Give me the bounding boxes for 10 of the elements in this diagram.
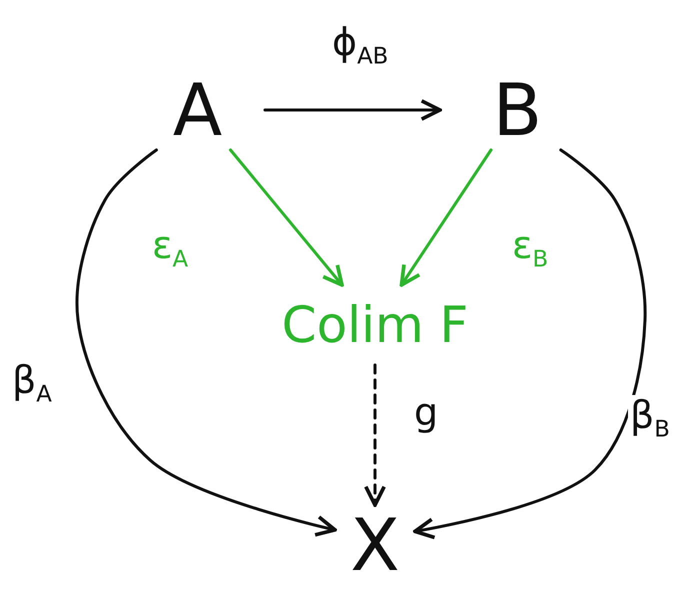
arrow <box>413 148 647 540</box>
arrow <box>400 148 492 287</box>
arrow <box>229 148 344 287</box>
arrow <box>76 148 337 537</box>
node-label: B <box>492 74 542 146</box>
node-label: X <box>350 509 400 581</box>
node-label: A <box>172 74 222 146</box>
node-label: Colim F <box>282 300 468 350</box>
arrow <box>364 364 386 507</box>
arrow <box>264 99 442 121</box>
